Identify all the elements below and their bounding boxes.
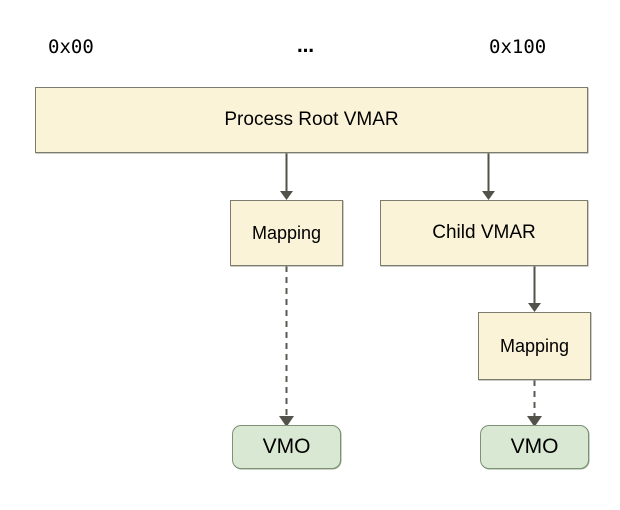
node-vmo-left[interactable]: VMO [232, 425, 341, 469]
address-end-label: 0x100 [489, 36, 547, 58]
address-ellipsis-label: … [297, 37, 315, 57]
edge-root-to-child-vmar [482, 153, 495, 200]
node-child-vmar-label: Child VMAR [432, 222, 536, 244]
node-vmo-right-label: VMO [510, 434, 559, 458]
node-mapping-left-label: Mapping [251, 222, 322, 243]
node-process-root-vmar-label: Process Root VMAR [224, 109, 399, 131]
edge-child-vmar-to-mapping-right [528, 266, 541, 312]
address-start-label: 0x00 [48, 36, 94, 58]
node-vmo-right[interactable]: VMO [480, 425, 589, 469]
node-process-root-vmar[interactable]: Process Root VMAR [35, 87, 588, 153]
node-mapping-right-label: Mapping [499, 335, 570, 356]
edge-root-to-mapping-left [280, 153, 293, 200]
node-mapping-left[interactable]: Mapping [230, 200, 343, 266]
node-vmo-left-label: VMO [262, 434, 311, 458]
edge-mapping-left-to-vmo-left [279, 266, 294, 427]
node-mapping-right[interactable]: Mapping [478, 312, 591, 380]
node-child-vmar[interactable]: Child VMAR [380, 200, 588, 266]
edge-mapping-right-to-vmo-right [527, 380, 542, 427]
